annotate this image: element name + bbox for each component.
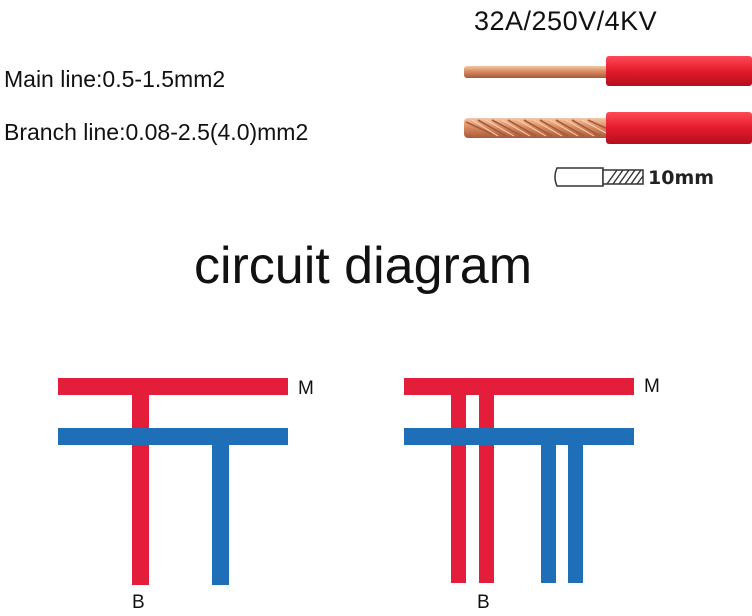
strip-length-label: 10mm	[648, 167, 715, 189]
diagram-2	[404, 378, 634, 583]
branch-wire-red-1	[451, 378, 466, 583]
main-label-1: M	[298, 378, 314, 399]
circuit-diagrams	[58, 378, 634, 585]
branch-label-2: B	[477, 592, 490, 613]
branch-wire-red-2	[479, 378, 494, 583]
branch-wire-blue	[212, 428, 229, 585]
branch-label-1: B	[132, 592, 145, 613]
main-wire-blue	[58, 428, 288, 445]
diagram-1	[58, 378, 288, 585]
wire-photos	[464, 56, 752, 144]
main-wire-red	[404, 378, 634, 395]
branch-line-spec: Branch line:0.08-2.5(4.0)mm2	[4, 119, 309, 145]
strip-length-icon	[554, 167, 644, 187]
main-wire-red	[58, 378, 288, 395]
branch-wire-blue-1	[541, 428, 556, 583]
solid-wire-photo	[464, 56, 752, 86]
stranded-wire-photo	[464, 112, 752, 144]
main-label-2: M	[644, 376, 660, 397]
main-line-spec: Main line:0.5-1.5mm2	[4, 66, 226, 92]
branch-wire-blue-2	[568, 428, 583, 583]
main-wire-blue	[404, 428, 634, 445]
diagram-title: circuit diagram	[193, 237, 533, 295]
branch-wire-red	[132, 378, 149, 585]
rating-spec: 32A/250V/4KV	[474, 6, 658, 36]
